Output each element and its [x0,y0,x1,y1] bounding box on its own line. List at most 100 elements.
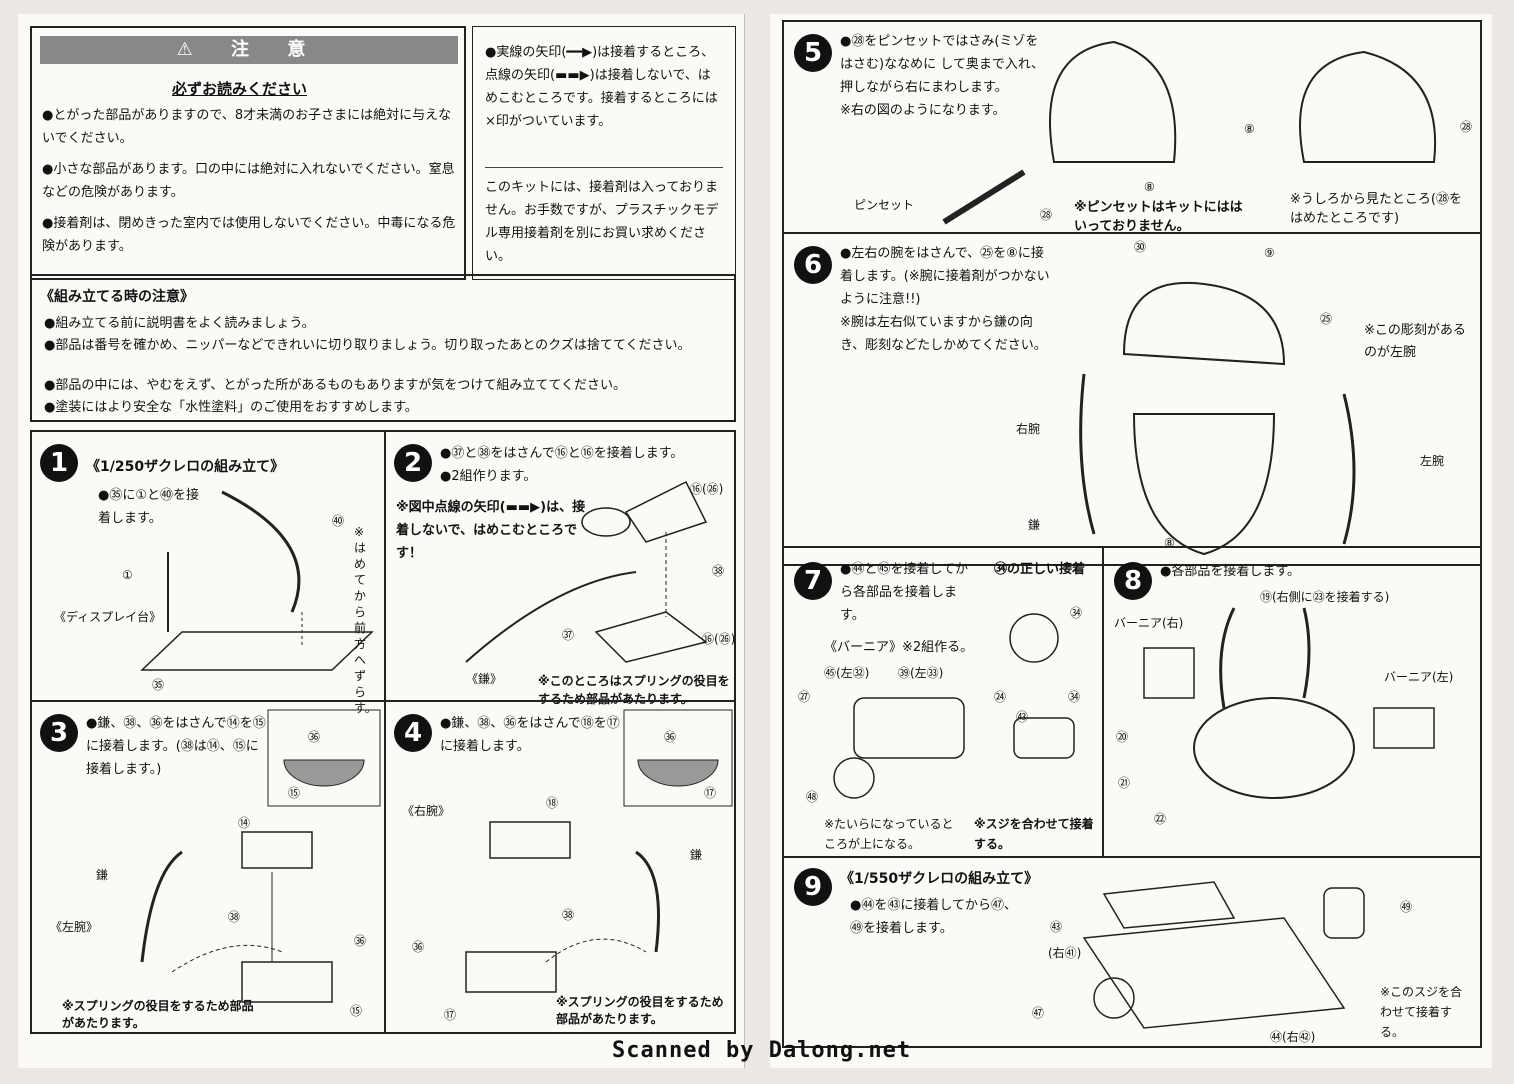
step-7-sub: ㉞の正しい接着 [994,562,1086,577]
step-2-illustration [465,480,708,663]
part-label: ⑯(㉖) [690,482,724,496]
step-8-panel: 8 ●各部品を接着します。 ⑲(右側に㉓を接着する) バーニア(右) バーニア(… [1102,546,1482,858]
part-label: ㊾ [1400,900,1413,914]
glue-note: このキットには、接着剤は入っておりません。お手数ですが、プラスチックモデル専用接… [485,167,723,268]
vernier-left-label: バーニア(左) [1384,670,1454,684]
caution-subtitle: 必ずお読みください [172,80,308,98]
part-label: ㉘ [1460,120,1473,134]
step-4-spring-note: ※スプリングの役目をするため部品があたります。 [556,995,724,1026]
vernier-title: 《バーニア》※2組作る。 [824,640,974,655]
step-5-text: ●㉘をピンセットではさみ(ミゾをはさむ)ななめに して奥まで入れ、押しながら右に… [840,34,1044,118]
step-9-text: ●㊹を㊸に接着してから㊼、㊾を接着します。 [850,898,1017,936]
step-9-panel: 9 《1/550ザクレロの組み立て》 ●㊹を㊸に接着してから㊼、㊾を接着します。… [782,856,1482,1048]
step-1-note: ※はめてから前方へずらす。 [354,525,377,715]
part-label: ⑧ [1244,122,1255,136]
arrows-note: ●実線の矢印(━━▶)は接着するところ、点線の矢印(▬▬▶)は接着しないで、はめ… [485,45,718,129]
assembly-title: 《組み立てる時の注意》 [40,289,194,305]
assembly-item-1: ●組み立てる前に説明書をよく読みましょう。 [44,316,315,331]
part-label: ㊴(左㉝) [898,666,944,680]
assembly-item-3: ●部品の中には、やむをえず、とがった所があるものもありますが気をつけて組み立てて… [44,378,627,393]
display-stand-label: 《ディスプレイ台》 [54,610,162,624]
part-label: ㊱ [354,934,367,948]
step-2-note: ※図中点線の矢印(▬▬▶)は、接着しないで、はめこむところです！ [396,500,586,561]
part-label: ⑭ [238,816,251,830]
step-2-panel: 2 ●㊲と㊳をはさんで⑯と⑯を接着します。 ●2組作ります。 ※図中点線の矢印(… [384,430,736,706]
part-label: ㊳ [228,910,241,924]
step-9-note: ※このスジを合わせて接着する。 [1380,985,1463,1039]
step-7-illustration [833,613,1075,799]
part-label: ⑱ [546,796,559,810]
step-6-panel: 6 ●左右の腕をはさんで、㉕を⑧に接着します。(※腕に接着剤がつかないように注意… [782,232,1482,566]
step-1-text: ●㉟に①と㊵を接着します。 [98,488,199,526]
left-arm-label: 《左腕》 [50,920,99,934]
part-label: ㊳ [562,908,575,922]
part-label: ㊽ [806,790,819,804]
part-label: ㊼ [1032,1006,1045,1020]
part-label: ㉞ [1068,690,1081,704]
step-2-number: 2 [394,444,432,482]
part-label: ㉒ [1154,812,1167,826]
part-label: ㉟ [152,678,165,692]
scythe-label: 鎌 [1028,518,1041,532]
part-label: ⑮ [288,786,301,800]
caution-box: ⚠ 注 意 必ずお読みください ●とがった部品がありますので、8才未満のお子さま… [30,26,466,280]
step-7-panel: 7 ●㊹と㊺を接着してから各部品を接着します。 ㉞の正しい接着 《バーニア》※2… [782,546,1104,858]
part-label: ㊸ [1016,710,1029,724]
part-label: ⑳ [1116,730,1129,744]
step-7-number: 7 [794,562,832,600]
step-2-text: ●㊲と㊳をはさんで⑯と⑯を接着します。 ●2組作ります。 [440,446,684,484]
part-label: ⑧ [1144,180,1155,194]
step-5-note-1: ※ピンセットはキットにははいっておりません。 [1074,200,1243,234]
part-label: ㊳ [712,564,725,578]
part-label: ① [122,568,133,582]
right-page: 5 ●㉘をピンセットではさみ(ミゾをはさむ)ななめに して奥まで入れ、押しながら… [770,14,1492,1068]
part-label: ⑰ [444,1008,457,1022]
step-8-illustration [1143,607,1435,799]
step-1-panel: 1 《1/250ザクレロの組み立て》 ●㉟に①と㊵を接着します。 ※はめてから前… [30,430,386,715]
part-label: ⑮ [350,1004,363,1018]
step-1-number: 1 [40,444,78,482]
step-5-note-2: ※うしろから見たところ(㉘をはめたところです) [1290,192,1462,226]
caution-item-2: ●小さな部品があります。口の中には絶対に入れないでください。窒息などの危険があり… [42,162,455,200]
assembly-box: 《組み立てる時の注意》 ●組み立てる前に説明書をよく読みましょう。 ●部品は番号… [30,274,736,422]
step-3-illustration [140,709,381,1003]
step-8-text: ●各部品を接着します。 [1160,564,1301,579]
part-label: ㉔ [994,690,1007,704]
caution-header: ⚠ 注 意 [40,36,458,64]
left-arm-label: 左腕 [1420,454,1445,468]
part-label: ⑨ [1264,246,1275,260]
step-7-text: ●㊹と㊺を接着してから各部品を接着します。 [840,562,968,623]
step-3-number: 3 [40,714,78,752]
right-arm-label: 《右腕》 [402,804,451,818]
part-label: ㉘ [1040,208,1053,222]
step-9-number: 9 [794,868,832,906]
notes-box: ●実線の矢印(━━▶)は接着するところ、点線の矢印(▬▬▶)は接着しないで、はめ… [472,26,736,280]
step-8-number: 8 [1114,562,1152,600]
part-label: ㊱ [412,940,425,954]
part-label: ㊸ [1050,920,1063,934]
part-label: ⑧ [1164,536,1175,550]
scythe-label: 鎌 [690,848,703,862]
part-label: ㊺(左㉜) [824,666,870,680]
left-page: ⚠ 注 意 必ずお読みください ●とがった部品がありますので、8才未満のお子さま… [18,14,745,1068]
part-label: ㉗ [798,690,811,704]
scan-credit: Scanned by Dalong.net [612,1038,912,1063]
part-label: ⑯(㉖) [702,632,736,646]
step-7-note-2: ※スジを合わせて接着する。 [974,817,1094,851]
part-label: ㉑ [1118,776,1131,790]
step-4-panel: 4 ●鎌、㊳、㊱をはさんで⑱を⑰に接着します。 ㊱ ⑰ 《右腕》 ⑱ 鎌 ㊳ ㊱… [384,700,736,1034]
part-label: ㊱ [308,730,321,744]
step-7-note-1: ※たいらになっているところが上になる。 [824,817,954,851]
caution-item-3: ●接着剤は、閉めきった室内では使用しないでください。中毒になる危険があります。 [42,216,456,254]
step-3-panel: 3 ●鎌、㊳、㊱をはさんで⑭を⑮に接着します。(㊳は⑭、⑮に接着します。) ㊱ … [30,700,386,1034]
step-1-title: 《1/250ザクレロの組み立て》 [86,459,285,475]
part-label: ㉕ [1320,312,1333,326]
step-3-text: ●鎌、㊳、㊱をはさんで⑭を⑮に接着します。(㊳は⑭、⑮に接着します。) [86,716,266,777]
step-4-text: ●鎌、㊳、㊱をはさんで⑱を⑰に接着します。 [440,716,620,754]
part-label: ⑰ [704,786,717,800]
step-9-illustration [1082,881,1365,1029]
part-label: ㊹(右㊷) [1270,1030,1316,1044]
scythe-label: 《鎌》 [466,672,503,686]
step-6-note: ※この彫刻があるのが左腕 [1364,323,1466,360]
step-5-number: 5 [794,34,832,72]
